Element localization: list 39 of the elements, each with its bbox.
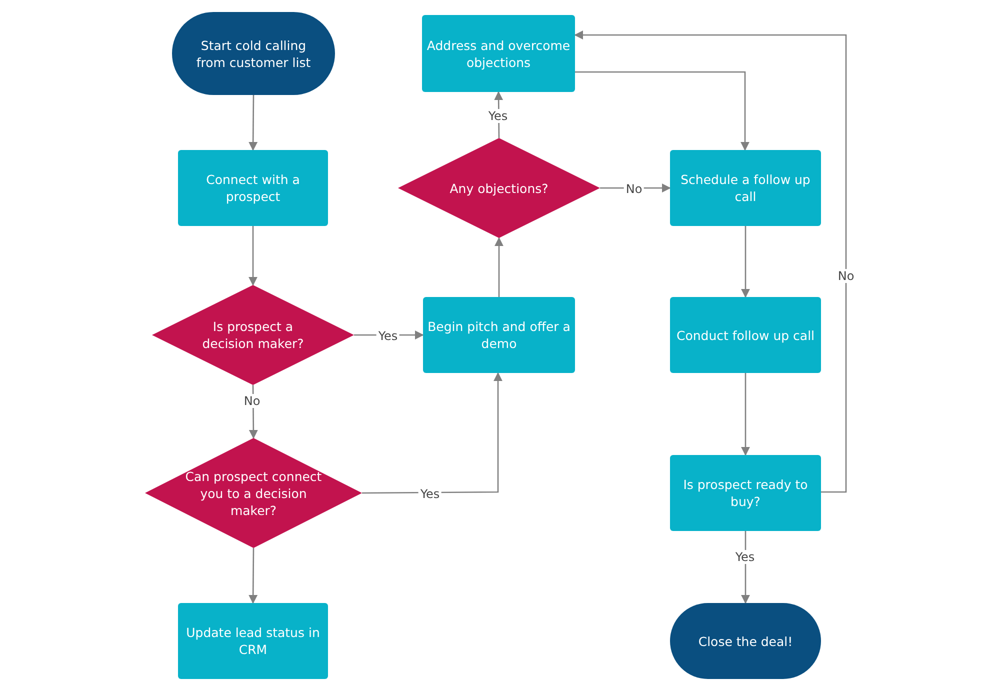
decision-diamond bbox=[398, 138, 600, 238]
node-label: Close the deal! bbox=[698, 632, 793, 650]
process-box bbox=[423, 297, 575, 373]
decision-diamond bbox=[152, 285, 354, 385]
process-box bbox=[670, 297, 821, 373]
edge-label: Yes bbox=[486, 109, 510, 123]
connector-arrow bbox=[248, 226, 258, 286]
node-label: Is prospect ready to buy? bbox=[682, 476, 809, 510]
node-label: Address and overcome objections bbox=[426, 36, 571, 70]
node-label: Start cold calling from customer list bbox=[195, 36, 312, 70]
connector-arrow bbox=[248, 95, 258, 151]
process-box bbox=[178, 603, 328, 679]
node-label: Is prospect a decision maker? bbox=[201, 318, 305, 352]
connector-arrow bbox=[248, 548, 258, 604]
connector-arrow bbox=[740, 531, 750, 604]
connector-arrow bbox=[248, 385, 258, 439]
connector-arrow bbox=[494, 237, 504, 297]
edge-label: Yes bbox=[733, 550, 757, 564]
node-label: Can prospect connect you to a decision maker? bbox=[185, 468, 322, 518]
process-box bbox=[670, 150, 821, 226]
process-box bbox=[178, 150, 328, 226]
connector-arrow bbox=[574, 30, 847, 493]
process-box bbox=[670, 455, 821, 531]
node-label: Begin pitch and offer a demo bbox=[427, 318, 571, 352]
edge-label: Yes bbox=[418, 487, 442, 501]
node-label: Conduct follow up call bbox=[676, 326, 815, 344]
edge-label: No bbox=[624, 182, 644, 196]
connector-arrow bbox=[740, 373, 750, 456]
edge-label: Yes bbox=[376, 329, 400, 343]
node-label: Schedule a follow up call bbox=[680, 171, 812, 205]
node-label: Connect with a prospect bbox=[205, 171, 301, 205]
connector-arrow bbox=[740, 226, 750, 298]
node-label: Any objections? bbox=[450, 180, 548, 196]
connector-arrow bbox=[494, 91, 504, 138]
connector-arrow bbox=[575, 71, 750, 151]
process-box bbox=[422, 15, 575, 92]
decision-diamond bbox=[145, 438, 362, 548]
node-label: Update lead status in CRM bbox=[185, 624, 321, 658]
connector-arrow bbox=[362, 372, 503, 494]
